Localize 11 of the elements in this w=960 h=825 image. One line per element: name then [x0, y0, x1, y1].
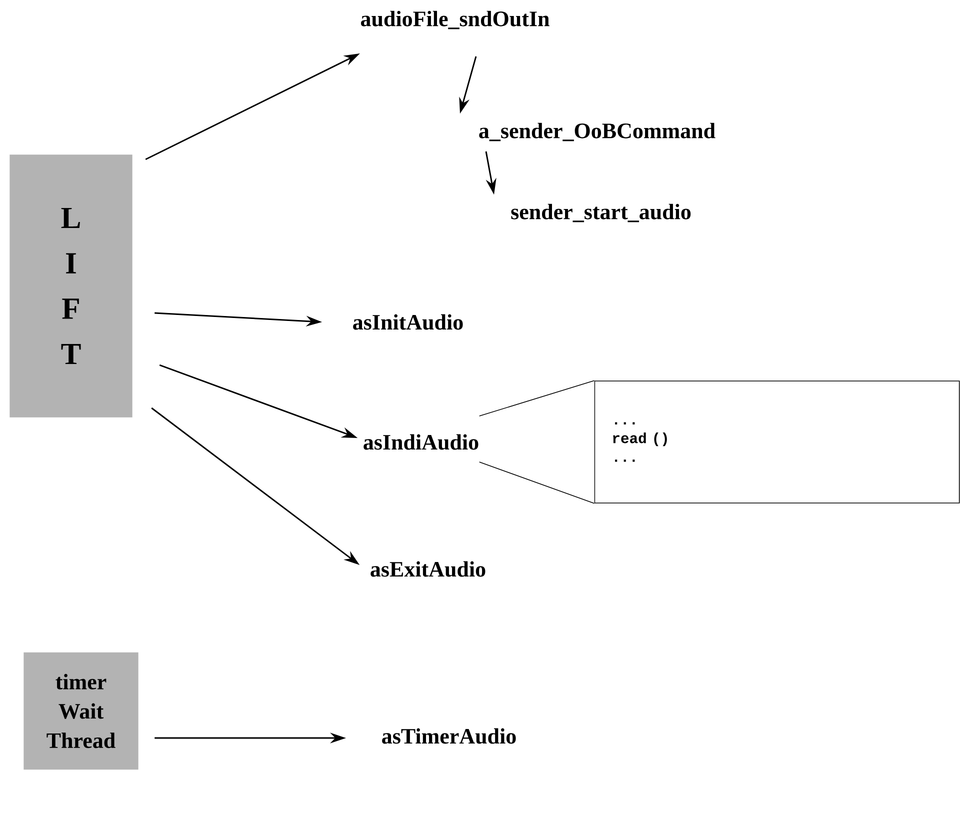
function-label: asExitAudio: [370, 561, 486, 577]
function-label: asIndiAudio: [364, 434, 478, 450]
function-label: audioFile_sndOutIn: [360, 10, 550, 30]
function-label: a_sender_OoBCommand: [479, 122, 716, 142]
code-box: ... read () ...: [594, 380, 960, 504]
thread-box: timer Wait Thread: [24, 652, 138, 770]
function-label: sender_start_audio: [511, 204, 691, 222]
callout-line: [478, 380, 595, 504]
function-label: asInitAudio: [353, 314, 463, 330]
thread-box: L I F T: [10, 154, 132, 418]
function-label: asTimerAudio: [382, 728, 516, 744]
